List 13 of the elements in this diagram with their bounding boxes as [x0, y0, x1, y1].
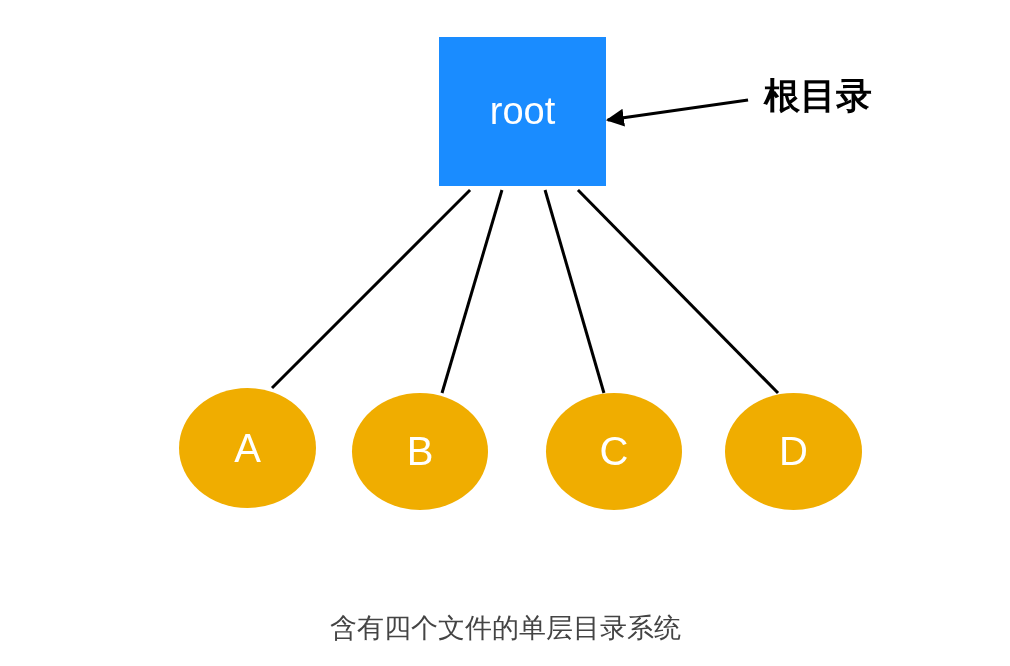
directory-box [439, 37, 606, 186]
node-label: D [779, 429, 808, 474]
connector-line [440, 189, 504, 394]
node-label: root [489, 90, 556, 133]
caption: 含有四个文件的单层目录系统 [329, 612, 681, 643]
connector-line [270, 188, 472, 390]
connector-line [543, 189, 606, 394]
node-label: A [234, 425, 261, 471]
connector-line [576, 188, 780, 395]
node-label: B [406, 429, 434, 474]
arrow [605, 98, 749, 127]
callout-label: 根目录 [752, 70, 884, 122]
node-label: C [599, 429, 629, 474]
